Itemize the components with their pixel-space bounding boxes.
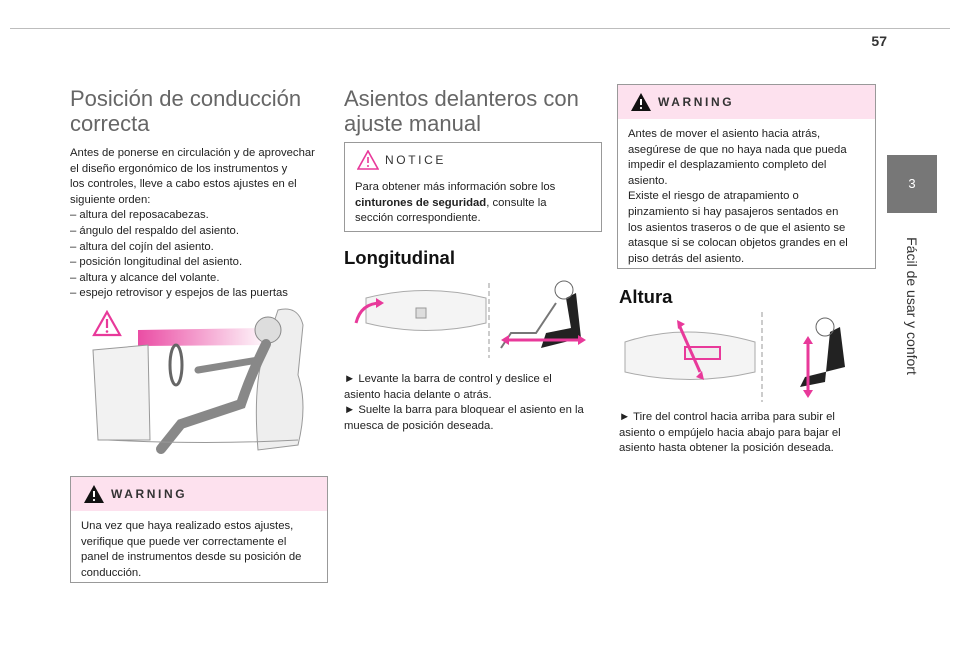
- longitudinal-instructions: ► Levante la barra de control y deslice …: [344, 372, 604, 434]
- warning-line: los asientos traseros o de que el asient…: [628, 221, 846, 234]
- warning-label: WARNING: [658, 95, 735, 109]
- notice-line: sección correspondiente.: [355, 212, 481, 225]
- list-item: – altura y alcance del volante.: [70, 271, 220, 284]
- intro-line: Antes de ponerse en circulación y de apr…: [70, 147, 315, 159]
- warning-line: impedir el desplazamiento completo del: [628, 159, 827, 172]
- warning-line: asegúrese de que no haya nada que pueda: [628, 143, 847, 156]
- header-rule: [10, 28, 950, 29]
- instruction-line: ► Tire del control hacia arriba para sub…: [619, 411, 835, 423]
- altura-instructions: ► Tire del control hacia arriba para sub…: [619, 410, 879, 457]
- subheading-altura: Altura: [619, 286, 673, 307]
- subheading-longitudinal: Longitudinal: [344, 247, 455, 268]
- notice-label: NOTICE: [385, 153, 446, 167]
- warning-triangle-icon: [84, 485, 104, 503]
- warning-triangle-icon: [631, 93, 651, 111]
- warning-line: panel de instrumentos desde su posición …: [81, 551, 302, 564]
- warning-box: WARNING Antes de mover el asiento hacia …: [617, 84, 876, 269]
- list-item: – altura del reposacabezas.: [70, 209, 209, 222]
- warning-line: conducción.: [81, 566, 142, 579]
- warning-line: verifique que puede ver correctamente el: [81, 535, 287, 548]
- instruction-line: asiento hasta obtener la posición desead…: [619, 442, 834, 455]
- warning-line: atasque si se colocan objetos grandes en…: [628, 237, 848, 250]
- column-2: Asientos delanteros con ajuste manual: [344, 86, 604, 136]
- intro-line: los controles, lleve a cabo estos ajuste…: [70, 178, 297, 191]
- notice-line: Para obtener más información sobre los: [355, 181, 556, 193]
- driving-position-illustration: [92, 308, 304, 454]
- longitudinal-adjust-illustration: [354, 280, 586, 358]
- list-item: – espejo retrovisor y espejos de las pue…: [70, 287, 288, 300]
- column-1: Posición de conducción correcta Antes de…: [70, 86, 330, 302]
- instruction-line: asiento o empújelo hacia abajo para baja…: [619, 426, 841, 439]
- notice-box: NOTICE Para obtener más información sobr…: [344, 142, 602, 232]
- list-item: – ángulo del respaldo del asiento.: [70, 224, 239, 237]
- height-adjust-illustration: [624, 312, 845, 402]
- chapter-title: Fácil de usar y confort: [904, 236, 920, 375]
- warning-label: WARNING: [111, 487, 188, 501]
- warning-line: Una vez que haya realizado estos ajustes…: [81, 520, 294, 532]
- notice-link-text[interactable]: cinturones de seguridad: [355, 196, 487, 209]
- instruction-line: asiento hacia delante o atrás.: [344, 388, 492, 401]
- intro-line: siguiente orden:: [70, 193, 151, 206]
- intro-line: el diseño ergonómico de los instrumentos…: [70, 162, 288, 175]
- warning-line: Antes de mover el asiento hacia atrás,: [628, 128, 821, 140]
- instruction-line: ► Suelte la barra para bloquear el asien…: [344, 404, 584, 417]
- warning-line: asiento.: [628, 174, 668, 187]
- notice-triangle-icon: [357, 150, 379, 170]
- instruction-line: ► Levante la barra de control y deslice …: [344, 373, 552, 385]
- warning-line: piso detrás del asiento.: [628, 252, 745, 265]
- warning-line: Existe el riesgo de atrapamiento o: [628, 190, 799, 203]
- warning-line: pinzamiento si hay pasajeros sentados en: [628, 205, 839, 218]
- warning-box: WARNING Una vez que haya realizado estos…: [70, 476, 328, 583]
- section-title: Posición de conducción correcta: [70, 86, 302, 136]
- section-title: Asientos delanteros con ajuste manual: [344, 86, 579, 136]
- list-item: – altura del cojín del asiento.: [70, 240, 214, 253]
- page-number: 57: [871, 33, 887, 49]
- list-item: – posición longitudinal del asiento.: [70, 256, 243, 269]
- chapter-tab[interactable]: 3: [887, 155, 937, 213]
- notice-line: , consulte la: [486, 196, 547, 209]
- instruction-line: muesca de posición deseada.: [344, 419, 494, 432]
- warning-triangle-icon: [92, 310, 122, 337]
